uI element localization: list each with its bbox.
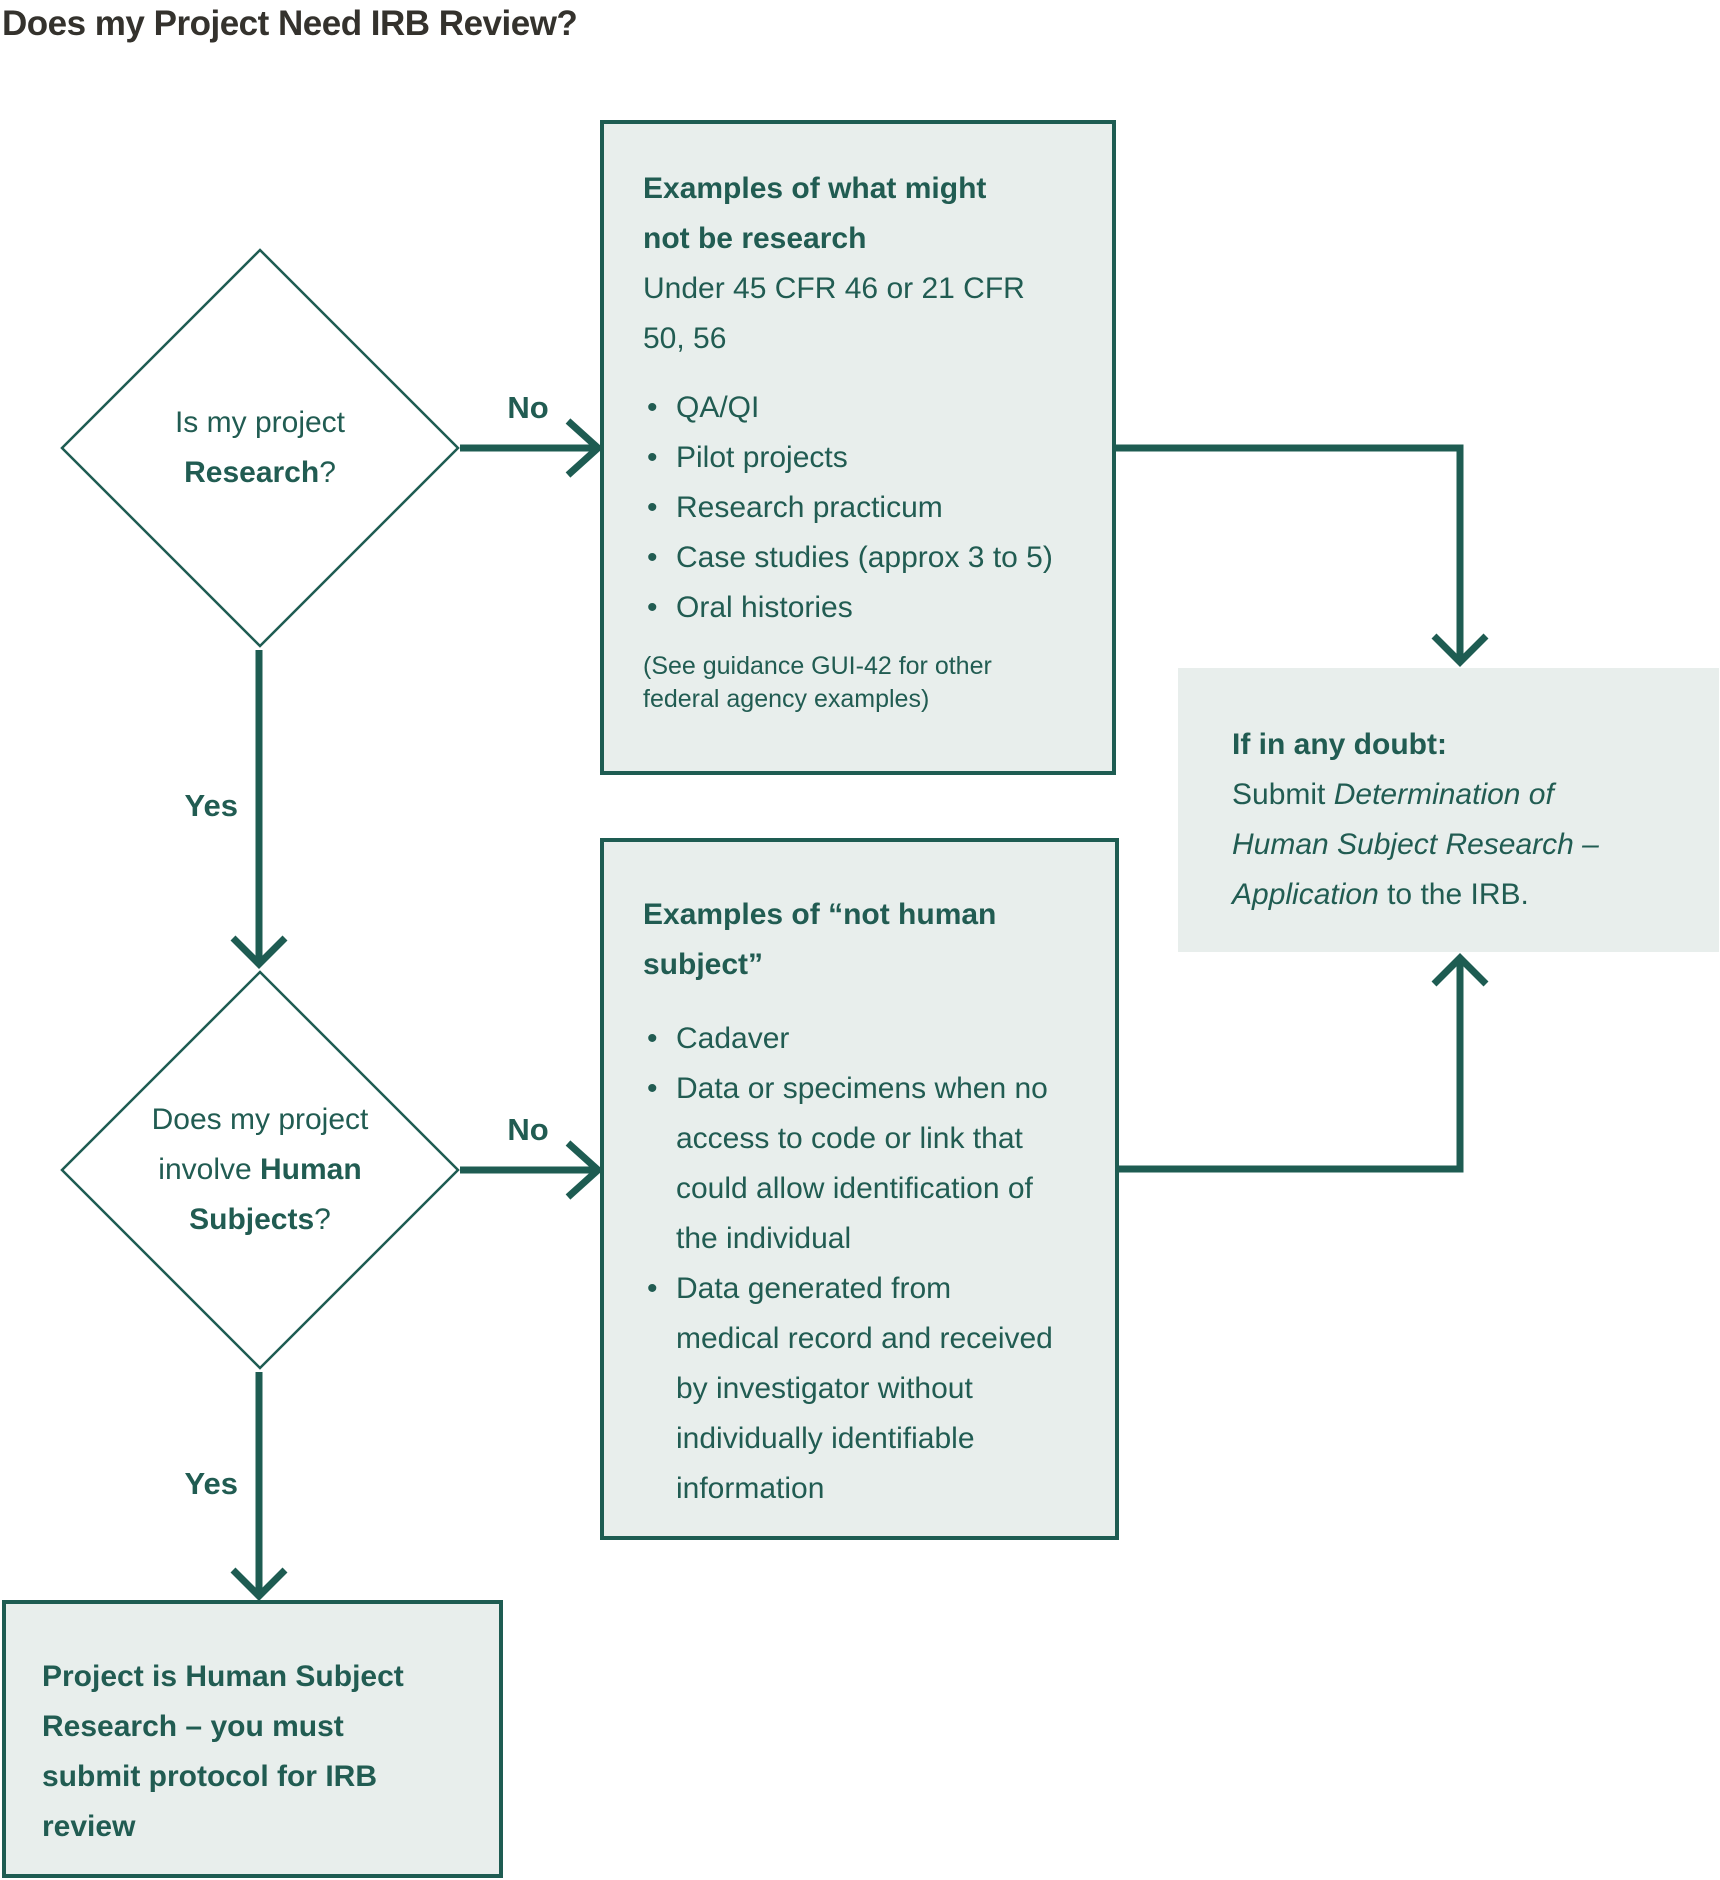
diamond-research-shape [60, 248, 460, 648]
list-item: Cadaver [643, 1014, 1093, 1064]
arrow-yes-human-arrowhead [230, 1567, 288, 1601]
list-item: Case studies (approx 3 to 5) [643, 533, 1086, 583]
not-human-subject-list: CadaverData or specimens when no access … [643, 1014, 1093, 1514]
arrow-yes-research-arrowhead [230, 935, 288, 969]
edge-label-yes-research: Yes [184, 788, 238, 823]
connector-top-to-doubt-line [1116, 444, 1464, 662]
diamond-human-subjects-shape [60, 970, 460, 1370]
page-title: Does my Project Need IRB Review? [2, 4, 578, 43]
list-item: Pilot projects [643, 433, 1086, 483]
arrow-no-research-arrowhead [565, 418, 604, 478]
not-research-examples-list: QA/QIPilot projectsResearch practicumCas… [643, 383, 1086, 633]
connector-top-to-doubt-arrowhead [1431, 633, 1489, 667]
arrow-no-human-arrowhead [565, 1140, 604, 1200]
list-item: Data generated from medical record and r… [643, 1264, 1093, 1514]
edge-label-no-human: No [507, 1112, 549, 1147]
connector-bottom-to-doubt-line [1119, 958, 1464, 1173]
edge-label-yes-human: Yes [184, 1466, 238, 1501]
edge-label-no-research: No [507, 390, 549, 425]
list-item: Data or specimens when no access to code… [643, 1064, 1093, 1264]
connector-bottom-to-doubt-arrowhead [1431, 953, 1489, 987]
list-item: Oral histories [643, 583, 1086, 633]
list-item: QA/QI [643, 383, 1086, 433]
list-item: Research practicum [643, 483, 1086, 533]
